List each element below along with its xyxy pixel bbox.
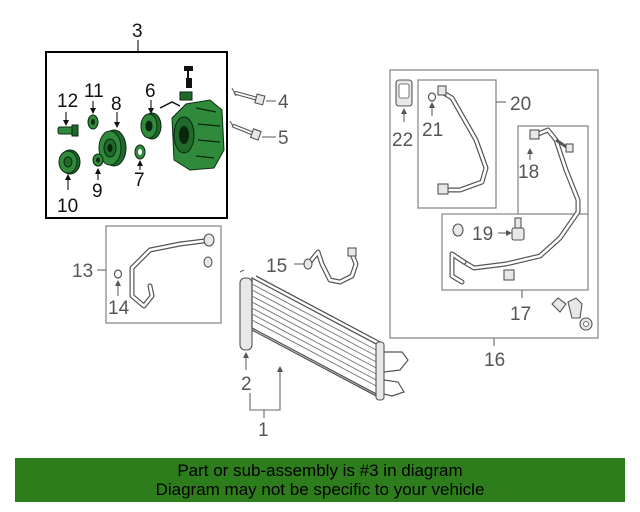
callout-12[interactable]: 12	[57, 91, 78, 112]
part-10-clutch-plate[interactable]	[58, 149, 81, 190]
callout-13[interactable]: 13	[72, 261, 93, 282]
condenser[interactable]: 2 1	[239, 269, 409, 441]
callout-16[interactable]: 16	[484, 350, 505, 371]
callout-18[interactable]: 18	[518, 162, 539, 183]
callout-9[interactable]: 9	[92, 181, 103, 202]
part-18-bolt[interactable]	[527, 138, 574, 160]
parts-diagram: 3 12 11 8	[45, 21, 599, 441]
callout-17[interactable]: 17	[510, 304, 531, 325]
part-6-coil[interactable]	[140, 100, 162, 140]
callout-14[interactable]: 14	[108, 298, 130, 319]
callout-20[interactable]: 20	[510, 94, 531, 115]
part-7-snap-ring[interactable]	[134, 144, 146, 170]
tube-assembly-group-16[interactable]: 16 22 20 21 17	[389, 69, 599, 371]
hose-15[interactable]: 15	[266, 247, 359, 285]
misc-fittings[interactable]	[551, 297, 593, 331]
callout-22[interactable]: 22	[392, 130, 413, 151]
callout-11[interactable]: 11	[84, 81, 104, 102]
callout-2[interactable]: 2	[241, 374, 252, 395]
condenser-core	[251, 275, 409, 401]
compressor-body[interactable]	[159, 66, 225, 171]
part-8-pulley[interactable]	[98, 112, 127, 167]
callout-10[interactable]: 10	[57, 196, 78, 217]
tube-20-group[interactable]: 20 21	[417, 79, 531, 209]
tube-assembly-box	[389, 69, 599, 339]
callout-5[interactable]: 5	[278, 128, 289, 149]
banner-line-2: Diagram may not be specific to your vehi…	[155, 480, 485, 499]
tube-20-box	[417, 79, 497, 209]
hose-group-13[interactable]: 13 14	[72, 225, 222, 324]
part-9-spacer[interactable]	[92, 153, 104, 180]
callout-3[interactable]: 3	[132, 21, 143, 42]
receiver-drier[interactable]	[239, 277, 253, 351]
part-11-washer[interactable]	[87, 101, 99, 130]
compressor-assembly-group[interactable]: 3 12 11 8	[45, 21, 228, 219]
part-5-bolt[interactable]	[229, 120, 276, 141]
callout-7[interactable]: 7	[134, 170, 145, 191]
info-banner: Part or sub-assembly is #3 in diagram Di…	[15, 458, 625, 502]
hose-13-box	[105, 225, 222, 324]
callout-4[interactable]: 4	[278, 92, 289, 113]
callout-21[interactable]: 21	[422, 120, 443, 141]
callout-8[interactable]: 8	[111, 94, 122, 115]
tube-clip	[503, 269, 515, 281]
part-12-bolt[interactable]	[57, 112, 79, 137]
callout-19[interactable]: 19	[472, 224, 493, 245]
part-22-pressure-switch[interactable]	[395, 79, 413, 122]
callout-15[interactable]: 15	[266, 256, 287, 277]
tube-17-group[interactable]: 17 18 19	[441, 125, 589, 325]
compressor-assembly-box	[45, 51, 228, 219]
banner-line-1: Part or sub-assembly is #3 in diagram	[177, 461, 463, 480]
callout-1[interactable]: 1	[258, 420, 269, 441]
part-4-bolt[interactable]	[231, 87, 276, 106]
part-19-valve[interactable]	[452, 217, 525, 241]
tube-17-top-box	[517, 125, 589, 215]
callout-6[interactable]: 6	[145, 81, 156, 102]
